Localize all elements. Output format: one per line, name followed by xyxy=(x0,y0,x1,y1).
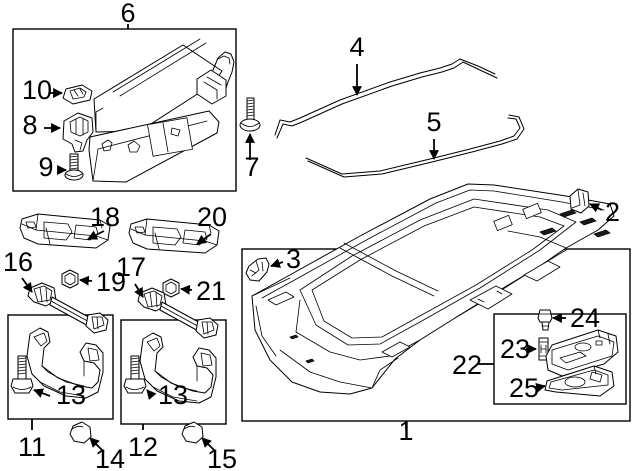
visor-mounting-screw-part xyxy=(239,97,261,132)
dome-lamp-socket-part xyxy=(537,309,553,331)
callout-2-leader xyxy=(589,203,603,213)
callout-label-24: 24 xyxy=(570,303,600,333)
callout-labels: 1 2 3 4 5 6 7 8 9 10 11 12 13 13 14 15 1… xyxy=(3,0,620,471)
callout-label-23: 23 xyxy=(500,334,530,364)
handle-screw-cover-right-part xyxy=(181,421,204,444)
dome-lamp-body-part xyxy=(545,329,619,377)
left-handle-reinforcement-part xyxy=(19,213,111,249)
callout-label-21: 21 xyxy=(196,276,226,306)
visor-bracket-screw-part xyxy=(64,153,84,181)
callout-label-3: 3 xyxy=(286,244,301,274)
callout-15-leader xyxy=(201,437,217,453)
right-coat-hook-rail-part xyxy=(137,287,219,339)
callout-13-right-leader xyxy=(146,389,157,401)
dome-lamp-lens-part xyxy=(544,365,615,397)
left-handle-box xyxy=(7,314,114,420)
callout-label-19: 19 xyxy=(96,267,126,297)
callout-label-14: 14 xyxy=(95,444,125,471)
left-assist-handle-part xyxy=(26,327,104,399)
callout-label-9: 9 xyxy=(38,152,53,182)
callout-label-2: 2 xyxy=(605,197,620,227)
callout-label-25: 25 xyxy=(509,373,539,403)
headliner-assembly-part xyxy=(251,183,615,395)
callout-label-1: 1 xyxy=(398,416,413,446)
visor-clip-cover-part xyxy=(62,84,93,105)
callout-19-leader xyxy=(79,275,93,286)
right-handle-box xyxy=(120,319,227,425)
callout-label-13-left: 13 xyxy=(56,380,86,410)
left-reinforcement-nut-part xyxy=(61,269,79,289)
lower-roof-drain-rod-part xyxy=(305,114,525,178)
callout-label-17: 17 xyxy=(116,252,146,282)
roof-trim-clip-part xyxy=(569,188,590,214)
callout-16-leader xyxy=(21,277,33,293)
callout-25-leader xyxy=(534,382,546,393)
sun-visor-box xyxy=(12,28,237,192)
callout-18-leader xyxy=(87,230,105,240)
callout-label-4: 4 xyxy=(349,32,364,62)
assist-handle-screw-left-part xyxy=(10,355,34,394)
callout-21-leader xyxy=(180,284,193,295)
callout-label-18: 18 xyxy=(90,202,120,232)
callout-17-leader xyxy=(134,283,144,298)
right-assist-handle-part xyxy=(139,332,217,404)
upper-roof-drain-rod-part xyxy=(274,58,498,139)
callout-label-7: 7 xyxy=(244,152,259,182)
headliner-retainer-clip-part xyxy=(245,257,270,282)
callout-label-15: 15 xyxy=(207,444,237,471)
callout-label-6: 6 xyxy=(120,0,135,28)
assist-handle-screw-right-part xyxy=(123,355,147,394)
callout-label-16: 16 xyxy=(3,247,33,277)
callout-label-10: 10 xyxy=(22,75,52,105)
right-reinforcement-nut-part xyxy=(162,278,180,298)
callout-label-12: 12 xyxy=(128,432,158,462)
callout-label-13-right: 13 xyxy=(158,380,188,410)
callout-3-leader xyxy=(270,258,284,268)
callout-label-5: 5 xyxy=(426,107,441,137)
callout-label-20: 20 xyxy=(197,202,227,232)
callout-14-leader xyxy=(89,437,105,453)
callout-13-left-leader xyxy=(33,388,51,398)
callout-label-11: 11 xyxy=(18,432,46,462)
callout-label-8: 8 xyxy=(22,110,37,140)
handle-screw-cover-left-part xyxy=(69,421,92,444)
sun-visor-assembly xyxy=(88,38,235,183)
callout-20-leader xyxy=(196,233,212,245)
callout-label-22: 22 xyxy=(452,350,482,380)
left-coat-hook-rail-part xyxy=(27,282,109,334)
visor-support-bracket-part xyxy=(62,112,94,153)
